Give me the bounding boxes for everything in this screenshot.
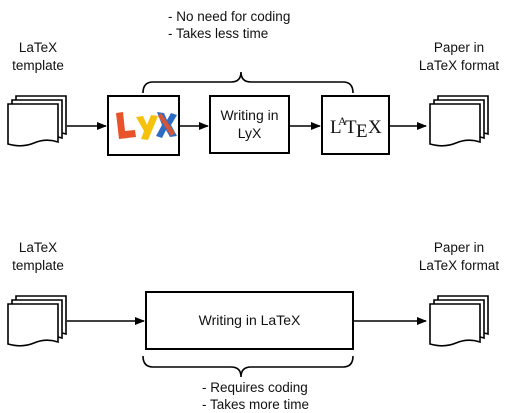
top-input-document-icon: [7, 95, 67, 147]
bottom-brace-note-1: - Requires coding: [202, 380, 308, 395]
top-brace: [142, 71, 354, 94]
top-output-label-1: Paper in: [434, 40, 484, 55]
bottom-output-label-2: LaTeX format: [419, 258, 500, 273]
lyx-logo-icon: [116, 112, 177, 140]
latex-box: [321, 95, 390, 155]
writing-in-lyx-label-2: LyX: [238, 125, 262, 141]
bottom-output-document-icon: [429, 295, 489, 347]
svg-text:E: E: [356, 121, 368, 142]
latex-logo: L A T E X: [330, 114, 382, 142]
bottom-input-document-icon: [7, 295, 67, 347]
svg-text:X: X: [368, 117, 382, 138]
bottom-input-label-2: template: [12, 258, 64, 273]
writing-in-latex-box: [145, 291, 354, 350]
top-brace-note-1: - No need for coding: [168, 9, 290, 24]
svg-text:L: L: [330, 117, 342, 138]
top-input-label-1: LaTeX: [19, 40, 57, 55]
bottom-output-label-1: Paper in: [434, 240, 484, 255]
top-brace-note-2: - Takes less time: [168, 26, 268, 41]
bottom-brace-note-2: - Takes more time: [202, 397, 309, 412]
svg-text:A: A: [338, 114, 347, 128]
bottom-workflow: LaTeX template Writing in LaTeX Paper in…: [7, 240, 500, 412]
top-input-label-2: template: [12, 58, 64, 73]
writing-in-lyx-box: [209, 95, 290, 154]
svg-text:T: T: [345, 117, 357, 138]
top-output-document-icon: [429, 95, 489, 147]
writing-in-latex-label: Writing in LaTeX: [199, 312, 301, 328]
writing-in-lyx-label-1: Writing in: [220, 107, 278, 123]
bottom-input-label-1: LaTeX: [19, 240, 57, 255]
bottom-brace: [142, 355, 354, 378]
top-output-label-2: LaTeX format: [419, 58, 500, 73]
top-workflow: - No need for coding - Takes less time L…: [7, 9, 500, 156]
